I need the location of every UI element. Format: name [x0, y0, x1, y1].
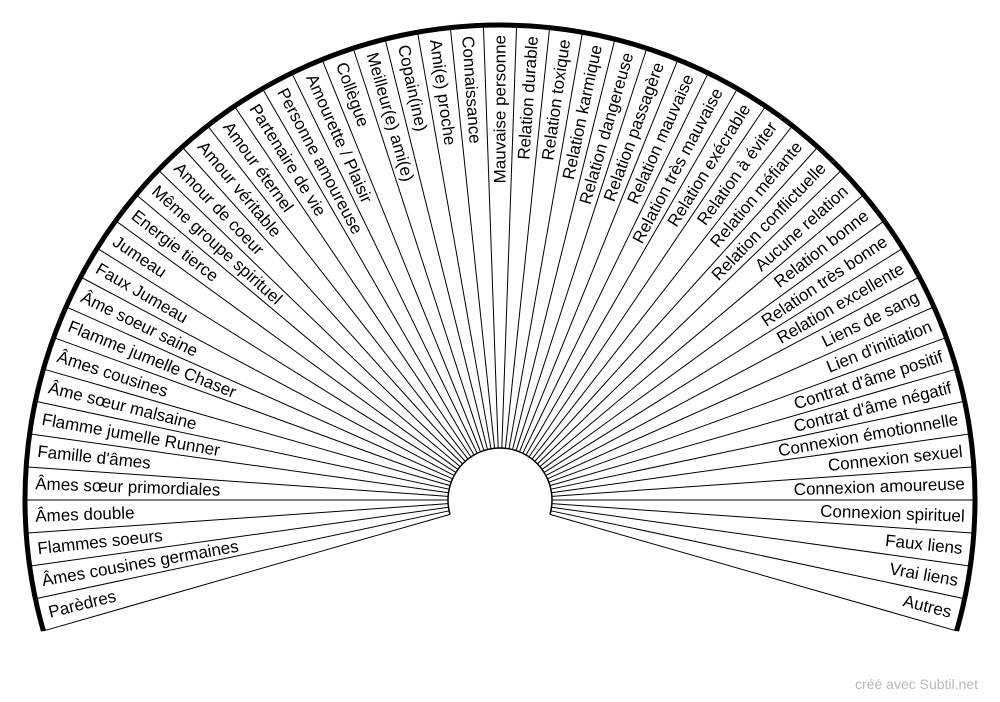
sector-label: Parèdres	[47, 587, 119, 622]
sector-divider	[539, 194, 865, 467]
sector-divider	[528, 105, 767, 458]
sector-divider	[482, 25, 499, 449]
sector-divider	[504, 27, 551, 449]
sector-label: Mauvaise personne	[491, 35, 510, 183]
sector-divider	[233, 105, 472, 458]
sector-divider	[449, 27, 496, 449]
sector-divider	[96, 247, 457, 473]
sector-divider	[26, 503, 449, 534]
sector-divider	[384, 38, 488, 450]
sector-divider-lines	[25, 25, 975, 632]
sector-divider	[135, 194, 461, 467]
sector-label: Âmes double	[35, 503, 135, 525]
sector-divider	[157, 169, 463, 465]
sector-divider	[291, 72, 478, 454]
outer-arc	[22, 22, 978, 632]
sector-label: Vrai liens	[888, 559, 960, 590]
sector-divider	[541, 220, 885, 470]
sector-divider	[550, 510, 965, 600]
sector-divider	[417, 32, 492, 449]
sector-divider	[551, 433, 971, 494]
sector-divider	[515, 48, 648, 451]
sector-divider	[547, 306, 935, 480]
sector-divider	[43, 513, 451, 632]
sector-divider	[549, 513, 957, 632]
sector-divider	[181, 146, 466, 462]
sector-divider	[35, 400, 450, 490]
sector-divider	[35, 510, 450, 600]
sector-divider	[551, 503, 974, 534]
sector-divider	[512, 38, 616, 450]
sector-divider	[80, 276, 455, 477]
sector-divider	[531, 125, 793, 460]
sector-divider	[508, 32, 583, 449]
sector-divider	[549, 368, 957, 487]
sector-divider	[525, 88, 738, 456]
sector-divider	[262, 88, 475, 456]
sector-divider	[522, 72, 709, 454]
credit-text: créé avec Subtil.net	[855, 676, 978, 692]
sector-divider	[534, 146, 819, 462]
sector-label: Faux liens	[884, 531, 963, 558]
sector-divider	[519, 59, 679, 452]
sector-divider	[548, 337, 947, 483]
inner-arc	[447, 447, 553, 515]
sector-divider	[29, 506, 449, 567]
sector-label: Ami(e) proche	[426, 38, 460, 146]
sector-divider	[207, 125, 469, 460]
sector-divider	[65, 306, 453, 480]
sector-divider	[115, 220, 459, 470]
sector-divider	[551, 466, 974, 497]
sector-label: Connexion spirituel	[820, 502, 965, 526]
sector-divider	[26, 466, 449, 497]
sector-divider	[545, 276, 920, 477]
sector-divider	[43, 368, 451, 487]
sector-divider	[352, 48, 485, 451]
sector-divider	[321, 59, 481, 452]
sector-label: Connaissance	[458, 35, 484, 144]
sector-divider	[53, 337, 452, 483]
sector-divider	[550, 400, 965, 490]
sector-label: Famille d'âmes	[37, 442, 152, 473]
sector-divider	[501, 25, 518, 449]
sector-divider	[537, 169, 843, 465]
sector-divider	[543, 247, 904, 473]
sector-divider	[29, 433, 449, 494]
sector-divider	[551, 506, 971, 567]
